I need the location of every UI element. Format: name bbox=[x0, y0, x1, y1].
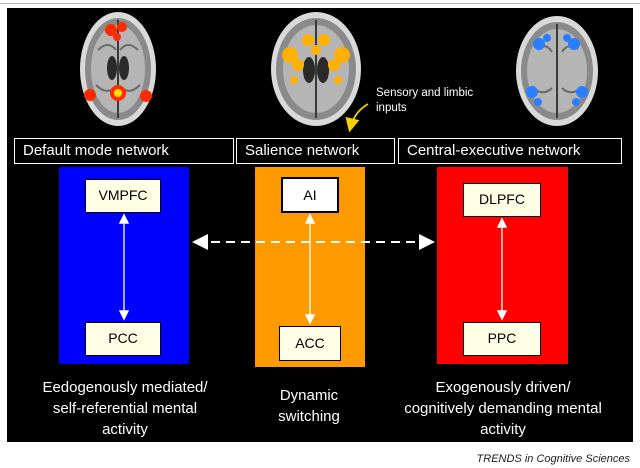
caption-default-mode-line-3: activity bbox=[102, 421, 148, 438]
caption-central-executive: Exogenously driven/ cognitively demandin… bbox=[385, 377, 621, 440]
vmpfc-node: VMPFC bbox=[85, 179, 161, 213]
source-credit: TRENDS in Cognitive Sciences bbox=[476, 453, 630, 465]
dlpfc-node: DLPFC bbox=[463, 183, 541, 217]
caption-default-mode: Eedogenously mediated/ self-referential … bbox=[32, 377, 218, 440]
pcc-node: PCC bbox=[85, 322, 161, 356]
caption-salience-line-2: switching bbox=[278, 408, 340, 425]
acc-node: ACC bbox=[279, 326, 341, 361]
caption-default-mode-line-1: Eedogenously mediated/ bbox=[42, 379, 208, 396]
salience-network-box: AI ACC bbox=[255, 167, 365, 367]
label-salience-network: Salience network bbox=[236, 138, 395, 164]
caption-central-executive-line-1: Exogenously driven/ bbox=[435, 379, 571, 396]
brain-scan-salience bbox=[271, 12, 361, 126]
label-default-mode-network: Default mode network bbox=[14, 138, 234, 164]
caption-central-executive-line-3: activity bbox=[480, 421, 526, 438]
caption-salience: Dynamic switching bbox=[250, 385, 368, 427]
top-rule bbox=[0, 3, 640, 4]
caption-default-mode-line-2: self-referential mental bbox=[52, 400, 198, 417]
caption-salience-line-1: Dynamic bbox=[279, 387, 339, 404]
inputs-note-line-2: inputs bbox=[376, 102, 407, 114]
ai-node: AI bbox=[281, 177, 339, 213]
brain-scan-default-mode bbox=[80, 12, 156, 126]
inputs-note-line-1: Sensory and limbic bbox=[376, 87, 474, 99]
ppc-node: PPC bbox=[463, 322, 541, 356]
label-central-executive-network: Central-executive network bbox=[398, 138, 622, 164]
brain-scan-central-executive bbox=[516, 16, 598, 126]
sensory-limbic-inputs-note: Sensory and limbic inputs bbox=[376, 86, 473, 116]
sensory-input-arrow bbox=[345, 103, 369, 133]
caption-central-executive-line-2: cognitively demanding mental bbox=[404, 400, 602, 417]
